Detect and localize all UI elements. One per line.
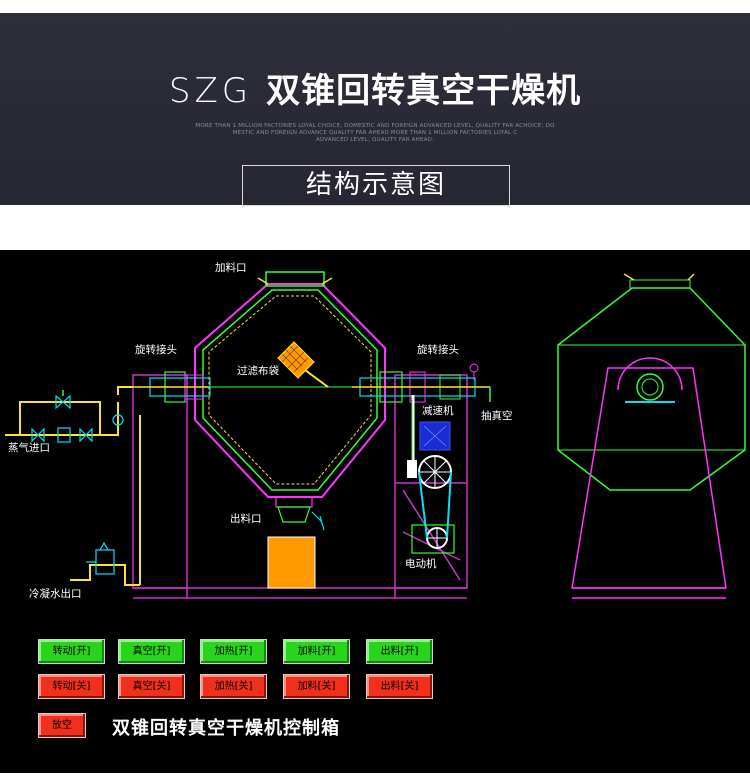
condensate-piping	[70, 564, 140, 586]
label-discharge: 出料口	[230, 512, 262, 525]
diagram-panel: 加料口 旋转接头 旋转接头 过滤布袋 减速机 抽真空 蒸气进口 出料口 电动机 …	[0, 250, 750, 773]
steam-piping	[5, 386, 141, 585]
header-subtitle: MORE THAN 1 MILLION FACTORIES LOYAL CHOI…	[195, 123, 555, 144]
filter-bag	[277, 341, 329, 388]
vessel-outer	[194, 283, 386, 498]
feed-port	[265, 271, 325, 287]
subtitle-line: MESTIC AND FOREIGN ADVANCE QUALITY FAR A…	[232, 130, 518, 136]
label-steam-inlet: 蒸气进口	[8, 441, 50, 454]
subtitle-line: ADVANCED LEVEL, QUALITY FAR AHEAD.	[315, 137, 434, 143]
label-motor: 电动机	[405, 557, 437, 570]
shaft-assembly	[133, 363, 491, 403]
vessel-jacket	[202, 289, 378, 491]
drive-chain	[407, 455, 452, 549]
heat-off-button[interactable]: 加热[关]	[200, 674, 267, 699]
motor	[411, 524, 455, 554]
collection-bin	[267, 536, 316, 589]
vacuum-off-button[interactable]: 真空[关]	[118, 674, 185, 699]
rotate-off-button[interactable]: 转动[关]	[38, 674, 105, 699]
discharge-off-button[interactable]: 出料[关]	[366, 674, 433, 699]
discharge-on-button[interactable]: 出料[开]	[366, 639, 433, 664]
vacuum-on-button[interactable]: 真空[开]	[118, 639, 185, 664]
label-rotary-joint-left: 旋转接头	[135, 343, 177, 356]
diagram-labels: 加料口 旋转接头 旋转接头 过滤布袋 减速机 抽真空 蒸气进口 出料口 电动机 …	[8, 261, 513, 600]
label-rotary-joint-right: 旋转接头	[417, 343, 459, 356]
header-banner: SZG 双锥回转真空干燥机 MORE THAN 1 MILLION FACTORI…	[0, 13, 750, 206]
label-feed-inlet: 加料口	[215, 261, 247, 274]
condensate-trap	[86, 541, 115, 575]
side-view	[557, 273, 746, 599]
subtitle-line: MORE THAN 1 MILLION FACTORIES LOYAL CHOI…	[195, 123, 555, 129]
page-title: SZG 双锥回转真空干燥机	[0, 63, 750, 112]
label-reducer: 减速机	[422, 404, 454, 417]
section-label: 结构示意图	[242, 165, 510, 206]
structure-diagram: 加料口 旋转接头 旋转接头 过滤布袋 减速机 抽真空 蒸气进口 出料口 电动机 …	[5, 261, 746, 600]
title-model: SZG	[168, 71, 253, 111]
title-name: 双锥回转真空干燥机	[266, 71, 582, 111]
discharge-valve	[275, 496, 325, 531]
feed-off-button[interactable]: 加料[关]	[283, 674, 350, 699]
steam-valves	[31, 394, 124, 443]
control-box-title: 双锥回转真空干燥机控制箱	[112, 718, 340, 739]
heat-on-button[interactable]: 加热[开]	[200, 639, 267, 664]
label-condensate-outlet: 冷凝水出口	[29, 587, 82, 600]
vent-button[interactable]: 放空	[38, 713, 86, 738]
label-filter-bag: 过滤布袋	[237, 364, 279, 377]
reducer	[411, 395, 451, 462]
vessel-inner	[208, 295, 372, 485]
feed-on-button[interactable]: 加料[开]	[283, 639, 350, 664]
rotate-on-button[interactable]: 转动[开]	[38, 639, 105, 664]
label-vacuum-pump: 抽真空	[481, 409, 513, 422]
